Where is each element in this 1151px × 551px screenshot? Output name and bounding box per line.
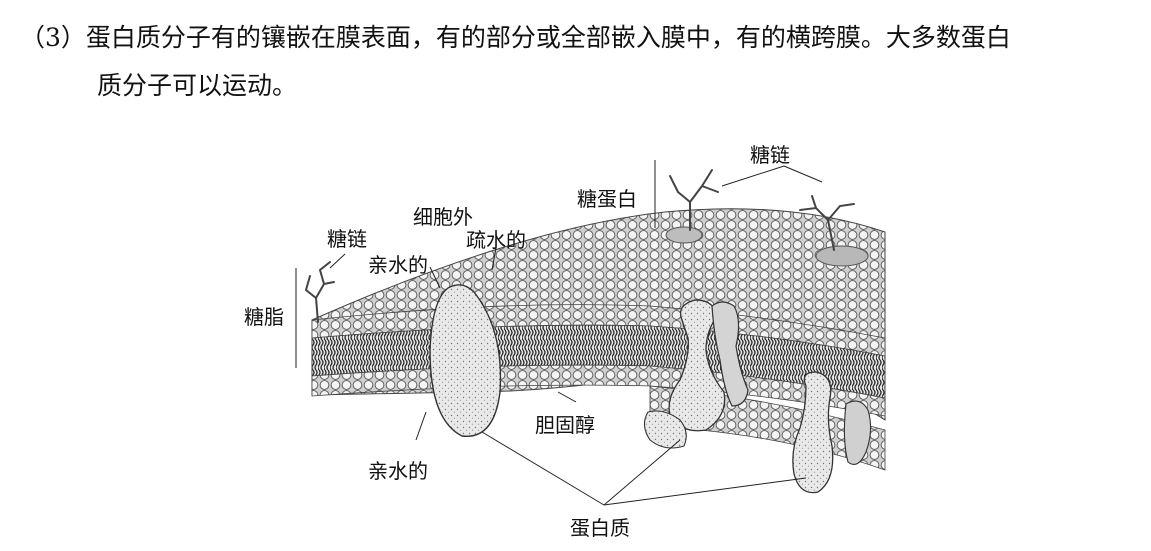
surface-protein-patch: [815, 245, 869, 267]
transmembrane-protein-right: [843, 400, 872, 465]
transmembrane-protein-channel: [711, 301, 749, 407]
label-sugar-chain-top: 糖链: [750, 143, 790, 167]
label-hydrophobic: 疏水的: [466, 228, 526, 252]
sugar-chain-glycolipid: [304, 261, 335, 323]
paragraph-text: （3）蛋白质分子有的镶嵌在膜表面，有的部分或全部嵌入膜中，有的横跨膜。大多数蛋白…: [20, 14, 1140, 110]
sugar-chain-glycoprotein: [669, 169, 719, 231]
surface-protein-patch: [665, 226, 703, 244]
transmembrane-protein-right: [792, 371, 834, 494]
transmembrane-protein-channel: [668, 299, 726, 432]
label-sugar-chain-left: 糖链: [327, 227, 367, 251]
sugar-chain-glycoprotein: [799, 195, 855, 251]
paragraph-line-2: 质分子可以运动。: [97, 71, 298, 100]
label-protein: 蛋白质: [570, 516, 630, 540]
peripheral-protein: [643, 410, 687, 449]
label-hydrophilic-top: 亲水的: [368, 253, 428, 277]
label-extracellular: 细胞外: [413, 205, 473, 229]
label-hydrophilic-bottom: 亲水的: [368, 459, 428, 483]
label-glycoprotein: 糖蛋白: [577, 187, 637, 211]
paragraph-line-1: （3）蛋白质分子有的镶嵌在膜表面，有的部分或全部嵌入膜中，有的横跨膜。大多数蛋白: [20, 23, 1011, 52]
transmembrane-protein-large: [429, 284, 502, 437]
label-glycolipid: 糖脂: [244, 305, 284, 329]
label-cholesterol: 胆固醇: [535, 413, 595, 437]
